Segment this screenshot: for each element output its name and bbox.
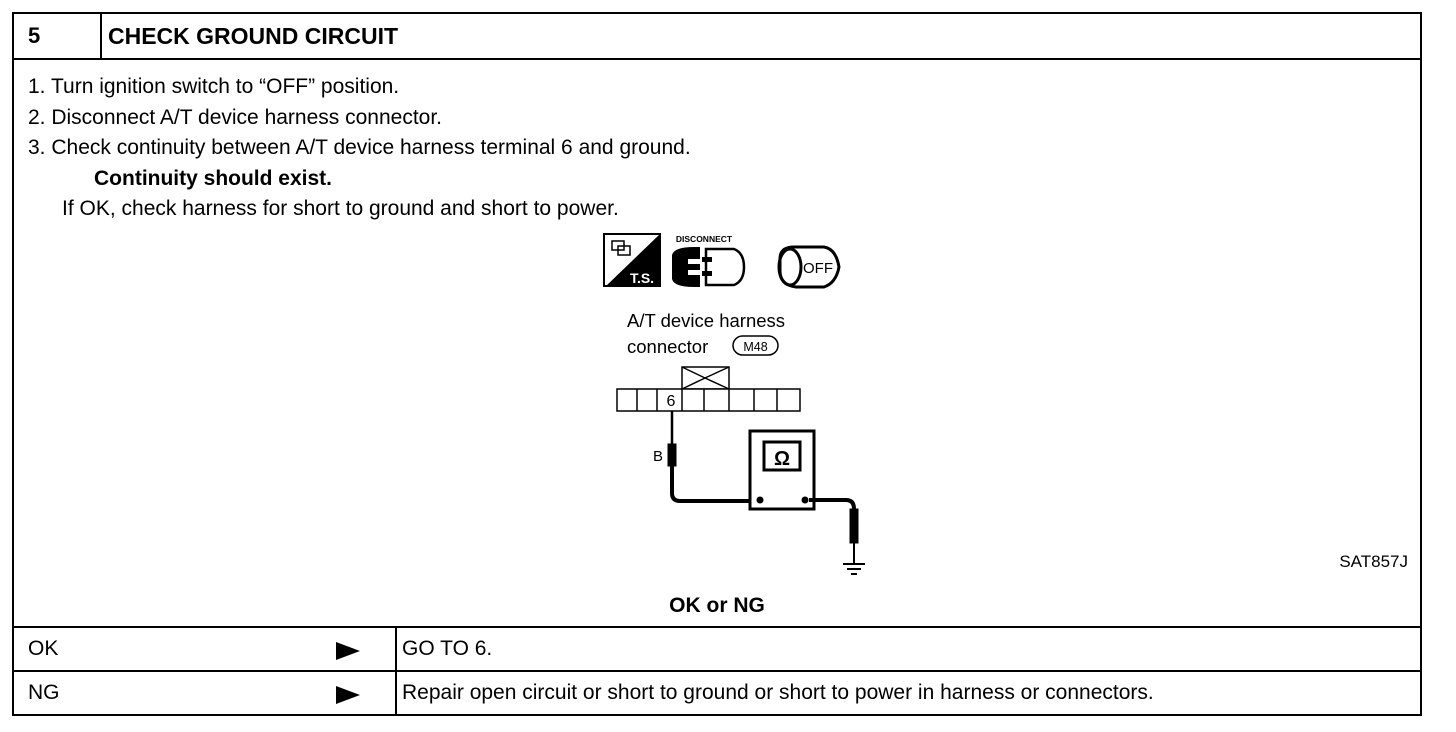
svg-text:T.S.: T.S. xyxy=(630,270,654,286)
continuity-diagram: T.S. DISCONNECT OFF A/T device harness c… xyxy=(603,233,865,575)
instruction-2: 2. Disconnect A/T device harness connect… xyxy=(28,105,443,129)
result-row-ng: NG Repair open circuit or short to groun… xyxy=(14,670,1420,716)
arrow-right-icon xyxy=(336,686,360,704)
connector-label-line2: connector xyxy=(627,336,708,357)
result-row-ok: OK GO TO 6. xyxy=(14,626,1420,670)
result-action-ok: GO TO 6. xyxy=(402,637,493,660)
result-action-ng: Repair open circuit or short to ground o… xyxy=(402,681,1154,704)
terminal-label: 6 xyxy=(667,393,676,410)
step-number: 5 xyxy=(14,14,102,58)
arrow-right-icon xyxy=(336,642,360,660)
column-divider xyxy=(395,628,397,670)
svg-text:OFF: OFF xyxy=(803,260,833,277)
result-key-ok: OK xyxy=(28,637,59,660)
requirement-text: Continuity should exist. xyxy=(94,166,333,190)
ts-icon: T.S. xyxy=(603,233,661,287)
figure-reference: SAT857J xyxy=(1339,552,1408,571)
disconnect-icon: DISCONNECT xyxy=(672,234,746,287)
connector-code: M48 xyxy=(743,340,767,354)
svg-text:DISCONNECT: DISCONNECT xyxy=(676,234,733,244)
instruction-1: 1. Turn ignition switch to “OFF” positio… xyxy=(28,75,400,98)
ohmmeter xyxy=(748,429,816,511)
step-header: 5 CHECK GROUND CIRCUIT xyxy=(14,14,1420,60)
ignition-key-icon: OFF xyxy=(777,245,841,289)
wire-color-label: B xyxy=(653,448,663,465)
instruction-3: 3. Check continuity between A/T device h… xyxy=(28,136,691,159)
result-key-ng: NG xyxy=(28,681,60,704)
decision-prompt: OK or NG xyxy=(669,594,765,617)
connector-label-line1: A/T device harness xyxy=(627,310,785,331)
ground-icon xyxy=(843,563,865,575)
column-divider xyxy=(395,672,397,716)
connector-face xyxy=(616,366,801,412)
step-title: CHECK GROUND CIRCUIT xyxy=(108,23,399,49)
probe-wire xyxy=(667,411,754,503)
instructions: 1. Turn ignition switch to “OFF” positio… xyxy=(28,72,691,225)
note-text: If OK, check harness for short to ground… xyxy=(62,197,619,220)
procedure-table: 5 CHECK GROUND CIRCUIT 1. Turn ignition … xyxy=(12,12,1422,716)
ohm-symbol: Ω xyxy=(774,448,790,470)
ground-wire xyxy=(809,498,859,564)
